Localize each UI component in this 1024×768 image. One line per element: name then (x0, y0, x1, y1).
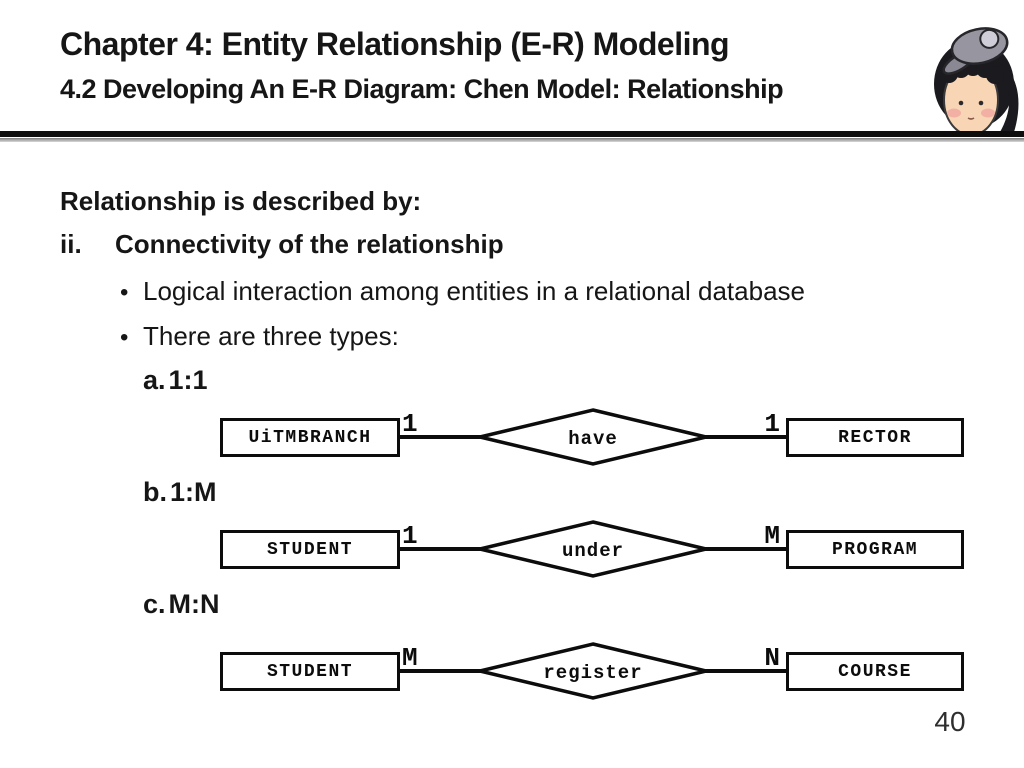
cardinality-label: 1 (402, 409, 418, 439)
diagram-label-1-1: a.1:1 (143, 365, 208, 395)
header-divider-shadow (0, 138, 1024, 142)
mascot-eye-left (958, 100, 964, 106)
bullet-item: • Logical interaction among entities in a… (120, 276, 805, 307)
list-marker: ii. (60, 229, 82, 259)
kid-with-cap-icon (934, 27, 1019, 132)
diagram-label-m-n: c.M:N (143, 589, 220, 619)
connector-line (400, 669, 484, 673)
connector-line (700, 547, 786, 551)
mascot-mouth (967, 117, 975, 120)
numbered-item-connectivity: ii. Connectivity of the relationship (60, 229, 504, 260)
bullet-icon: • (120, 279, 129, 306)
entity-box: UiTMBRANCH (220, 418, 400, 457)
relationship-diamond: under (479, 520, 707, 578)
connector-line (400, 547, 484, 551)
page-number: 40 (934, 706, 966, 737)
numbered-item-label: Connectivity of the relationship (115, 229, 504, 259)
connector-line (700, 669, 786, 673)
relationship-label: register (543, 662, 642, 684)
cardinality-label: 1 (402, 521, 418, 551)
entity-box: STUDENT (220, 530, 400, 569)
mascot-cap (942, 27, 1009, 75)
connector-line (400, 435, 484, 439)
cardinality-label: 1 (764, 409, 780, 439)
bullet-icon: • (120, 324, 129, 351)
relationship-label: under (562, 540, 624, 562)
header-divider-line (0, 131, 1024, 137)
bullet-item: • There are three types: (120, 321, 399, 352)
relationship-diamond: register (479, 642, 707, 700)
intro-heading: Relationship is described by: (60, 186, 422, 216)
cardinality-label: N (764, 643, 780, 673)
bullet-text: Logical interaction among entities in a … (143, 276, 805, 306)
diagram-label-1-m: b.1:M (143, 477, 217, 507)
bullet-text: There are three types: (143, 321, 399, 351)
relationship-label: have (568, 428, 618, 450)
mascot-eye-right (978, 100, 984, 106)
slide-title: Chapter 4: Entity Relationship (E-R) Mod… (60, 26, 730, 62)
entity-box: PROGRAM (786, 530, 964, 569)
slide-subtitle: 4.2 Developing An E-R Diagram: Chen Mode… (60, 74, 784, 104)
entity-box: RECTOR (786, 418, 964, 457)
mascot-hair-side (990, 64, 1019, 132)
mascot-blush-right (981, 108, 995, 118)
entity-box: COURSE (786, 652, 964, 691)
relationship-diamond: have (479, 408, 707, 466)
mascot-blush-left (947, 108, 961, 118)
cardinality-label: M (402, 643, 418, 673)
connector-line (700, 435, 786, 439)
entity-box: STUDENT (220, 652, 400, 691)
cardinality-label: M (764, 521, 780, 551)
